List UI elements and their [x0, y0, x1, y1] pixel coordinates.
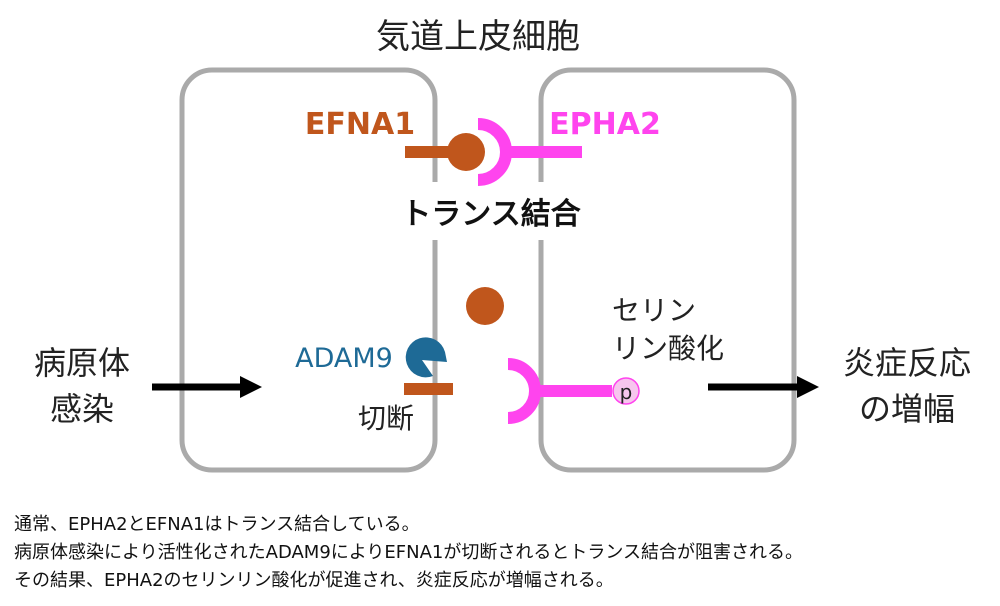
- cleavage-label: 切断: [358, 402, 414, 435]
- left-cell: [179, 67, 438, 473]
- input-label-line1: 病原体: [34, 344, 130, 382]
- output-label-line1: 炎症反応: [843, 344, 971, 382]
- free-epha2-cup: [507, 358, 541, 424]
- phospho-mark: p: [620, 380, 633, 404]
- efna1-ligand-head: [447, 133, 485, 171]
- right-cell: [538, 67, 797, 473]
- released-efna1-head: [466, 287, 504, 325]
- input-arrow-head: [240, 376, 262, 398]
- phospho-site: [612, 377, 640, 405]
- figure-caption: 通常、EPHA2とEFNA1はトランス結合している。 病原体感染により活性化され…: [14, 511, 994, 595]
- output-arrow-head: [797, 376, 819, 398]
- epha2-label: EPHA2: [549, 107, 661, 142]
- caption-line: 病原体感染により活性化されたADAM9によりEFNA1が切断されるとトランス結合…: [14, 542, 804, 563]
- phospho-label-line2: リン酸化: [612, 332, 724, 365]
- efna1-label: EFNA1: [305, 107, 415, 142]
- adam9-enzyme-icon: [405, 337, 447, 378]
- diagram-title: 気道上皮細胞: [376, 17, 580, 57]
- input-label-line2: 感染: [50, 390, 114, 428]
- phospho-label-line1: セリン: [612, 294, 696, 327]
- caption-line: その結果、EPHA2のセリンリン酸化が促進され、炎症反応が増幅される。: [14, 570, 614, 591]
- binding-label: トランス結合: [401, 197, 580, 232]
- adam9-label: ADAM9: [295, 343, 393, 374]
- binding-label-bg: [372, 182, 602, 240]
- epha2-receptor-cup: [477, 118, 512, 186]
- caption-line: 通常、EPHA2とEFNA1はトランス結合している。: [14, 514, 420, 535]
- output-label-line2: の増幅: [859, 390, 955, 428]
